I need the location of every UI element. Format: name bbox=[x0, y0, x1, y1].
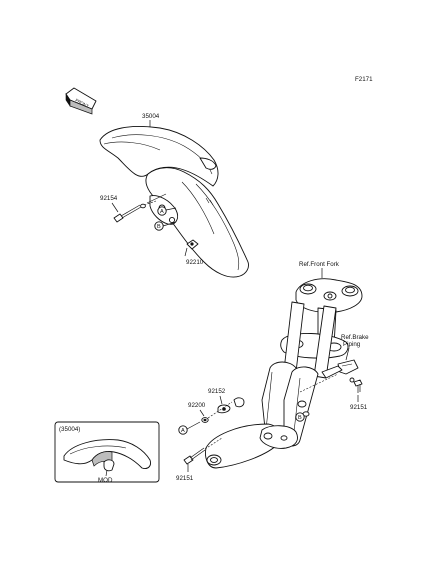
svg-text:A: A bbox=[181, 428, 185, 434]
label-bolt-fender: 92154 bbox=[100, 195, 118, 202]
svg-text:B: B bbox=[157, 224, 161, 230]
inset-mod-fender: (35004) MOD bbox=[54, 421, 160, 484]
inset-part-label: (35004) bbox=[59, 426, 80, 433]
front-direction-arrow-icon: FRONT bbox=[65, 87, 97, 115]
bolt-fender-icon bbox=[113, 204, 142, 223]
brake-hose-clamp-icon bbox=[321, 359, 359, 383]
label-ref-front-fork: Ref.Front Fork bbox=[299, 261, 340, 268]
label-washer: 92200 bbox=[188, 402, 206, 409]
label-bolt-right: 92151 bbox=[350, 404, 368, 411]
label-fender: 35004 bbox=[142, 113, 160, 120]
diagram-code: F2171 bbox=[355, 76, 373, 83]
callout-a-fender bbox=[157, 206, 167, 216]
label-ref-brake-1: Ref.Brake bbox=[341, 334, 369, 341]
front-fork-assembly bbox=[205, 278, 363, 469]
front-tag-text: FRONT bbox=[75, 97, 90, 108]
svg-text:B: B bbox=[298, 415, 302, 421]
front-fender bbox=[99, 126, 249, 278]
collar-fender-icon bbox=[186, 239, 199, 250]
washer-fender-icon bbox=[140, 203, 146, 209]
washer-icon bbox=[201, 417, 209, 423]
callout-a-fork bbox=[178, 425, 188, 435]
bolt-right-icon bbox=[353, 379, 363, 393]
label-bolt-middle: 92152 bbox=[208, 388, 226, 395]
svg-text:A: A bbox=[160, 209, 164, 215]
label-collar-fender: 92210 bbox=[186, 259, 204, 266]
bolt-lower-icon bbox=[183, 447, 206, 465]
label-bolt-lower: 92151 bbox=[176, 475, 194, 482]
callout-b-fork bbox=[295, 412, 305, 422]
bolt-middle-icon bbox=[217, 404, 231, 414]
inset-caption: MOD bbox=[98, 477, 113, 484]
label-ref-brake-2: Piping bbox=[343, 341, 361, 348]
